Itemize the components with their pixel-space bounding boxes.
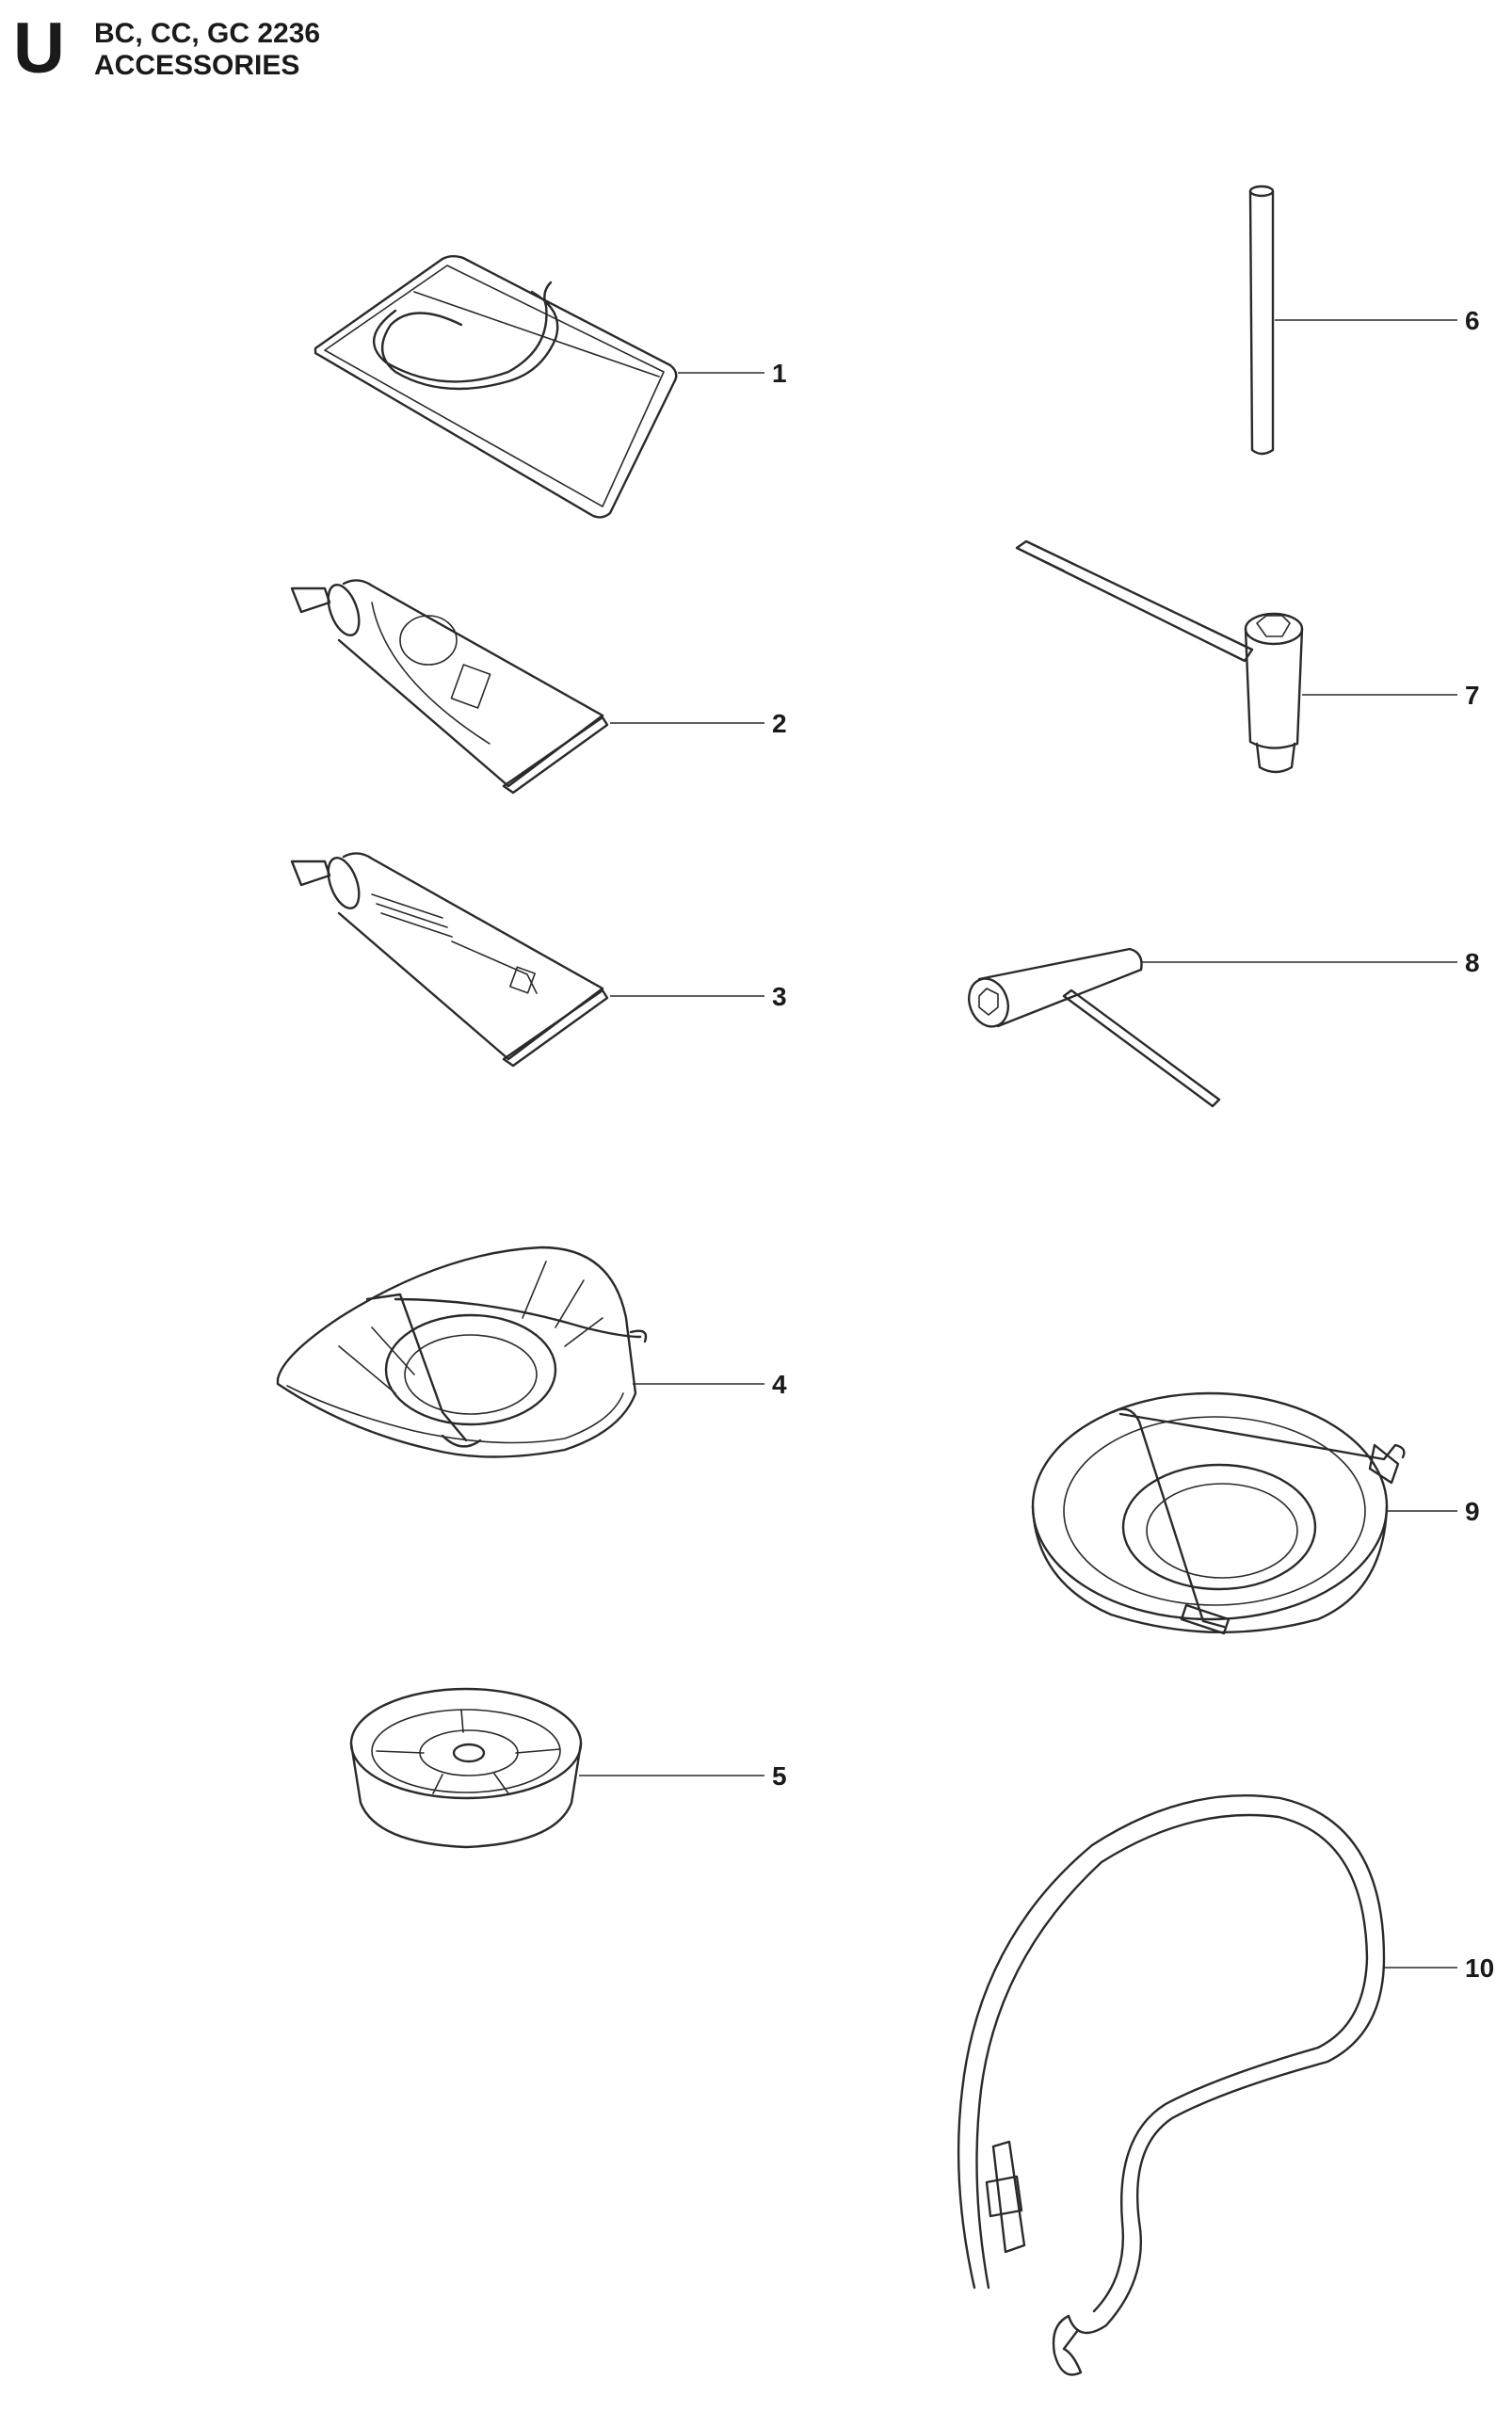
part-1-bag xyxy=(314,255,678,519)
model-list: BC, CC, GC 2236 xyxy=(94,18,321,49)
callout-4: 4 xyxy=(772,1370,787,1399)
callout-5: 5 xyxy=(772,1761,787,1791)
callout-9: 9 xyxy=(1465,1497,1480,1526)
callout-6: 6 xyxy=(1465,306,1480,335)
part-8-t-wrench xyxy=(968,947,1221,1108)
part-7-plug-wrench xyxy=(1015,539,1304,774)
callout-2: 2 xyxy=(772,709,787,738)
callout-1: 1 xyxy=(772,359,787,388)
part-9-cutting-guard xyxy=(1031,1391,1406,1635)
section-letter: U xyxy=(13,8,65,88)
callout-7: 7 xyxy=(1465,681,1480,710)
part-10-harness-strap xyxy=(957,1794,1386,2376)
part-4-trimmer-guard xyxy=(276,1246,648,1458)
part-2-grease-tube xyxy=(290,579,609,795)
part-5-spool-cap xyxy=(349,1687,583,1849)
callout-10: 10 xyxy=(1465,1953,1494,1983)
part-3-grease-tube xyxy=(290,852,609,1068)
callout-3: 3 xyxy=(772,982,787,1011)
part-6-pin xyxy=(1248,185,1275,456)
callout-8: 8 xyxy=(1465,948,1480,977)
page-header: U BC, CC, GC 2236 ACCESSORIES xyxy=(13,13,578,88)
section-title: ACCESSORIES xyxy=(94,50,300,81)
